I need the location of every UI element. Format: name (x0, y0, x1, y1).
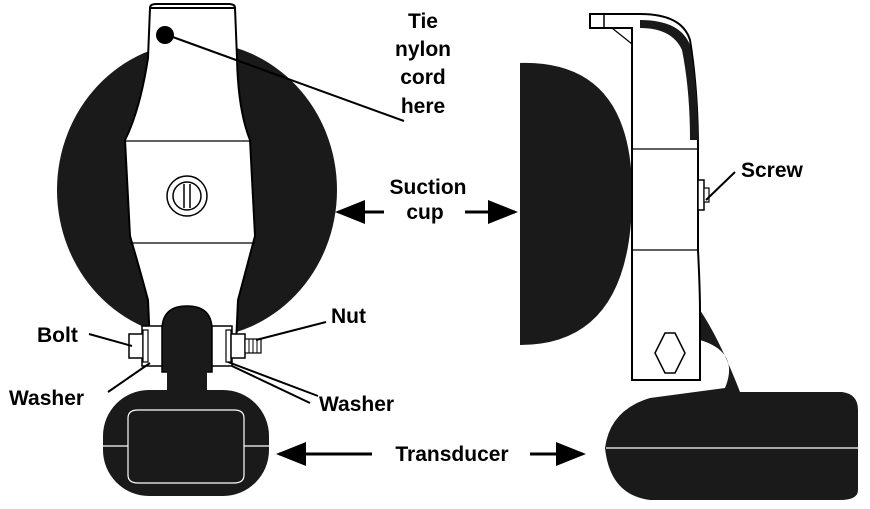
pivot-knuckle (161, 305, 213, 373)
label-tie-line2: nylon (395, 38, 451, 61)
transducer-front (103, 390, 269, 496)
label-suction-line1: Suction (390, 176, 467, 199)
hex-nut-side (654, 332, 686, 374)
side-view (520, 13, 858, 500)
label-nut: Nut (331, 305, 366, 328)
label-transducer: Transducer (395, 443, 508, 466)
tie-hole (156, 26, 174, 44)
label-bolt: Bolt (37, 324, 78, 347)
label-tie-line1: Tie (408, 10, 438, 33)
transducer-side (605, 310, 858, 500)
leader-lines (88, 35, 736, 466)
label-washer-left: Washer (9, 387, 84, 410)
front-view (57, 3, 337, 496)
callout-labels: Tie nylon cord here Suction cup Screw Nu… (9, 10, 804, 466)
label-tie-line4: here (401, 95, 445, 118)
washer-left-part (142, 329, 149, 363)
label-washer-right: Washer (319, 393, 394, 416)
suction-cup-side (520, 62, 633, 345)
label-tie-line3: cord (400, 66, 446, 89)
nut-part (230, 333, 246, 359)
screw-side (697, 179, 710, 211)
label-suction-line2: cup (406, 201, 443, 224)
label-screw: Screw (741, 159, 804, 182)
screw-head-front (166, 175, 208, 217)
bolt-thread (244, 338, 262, 354)
